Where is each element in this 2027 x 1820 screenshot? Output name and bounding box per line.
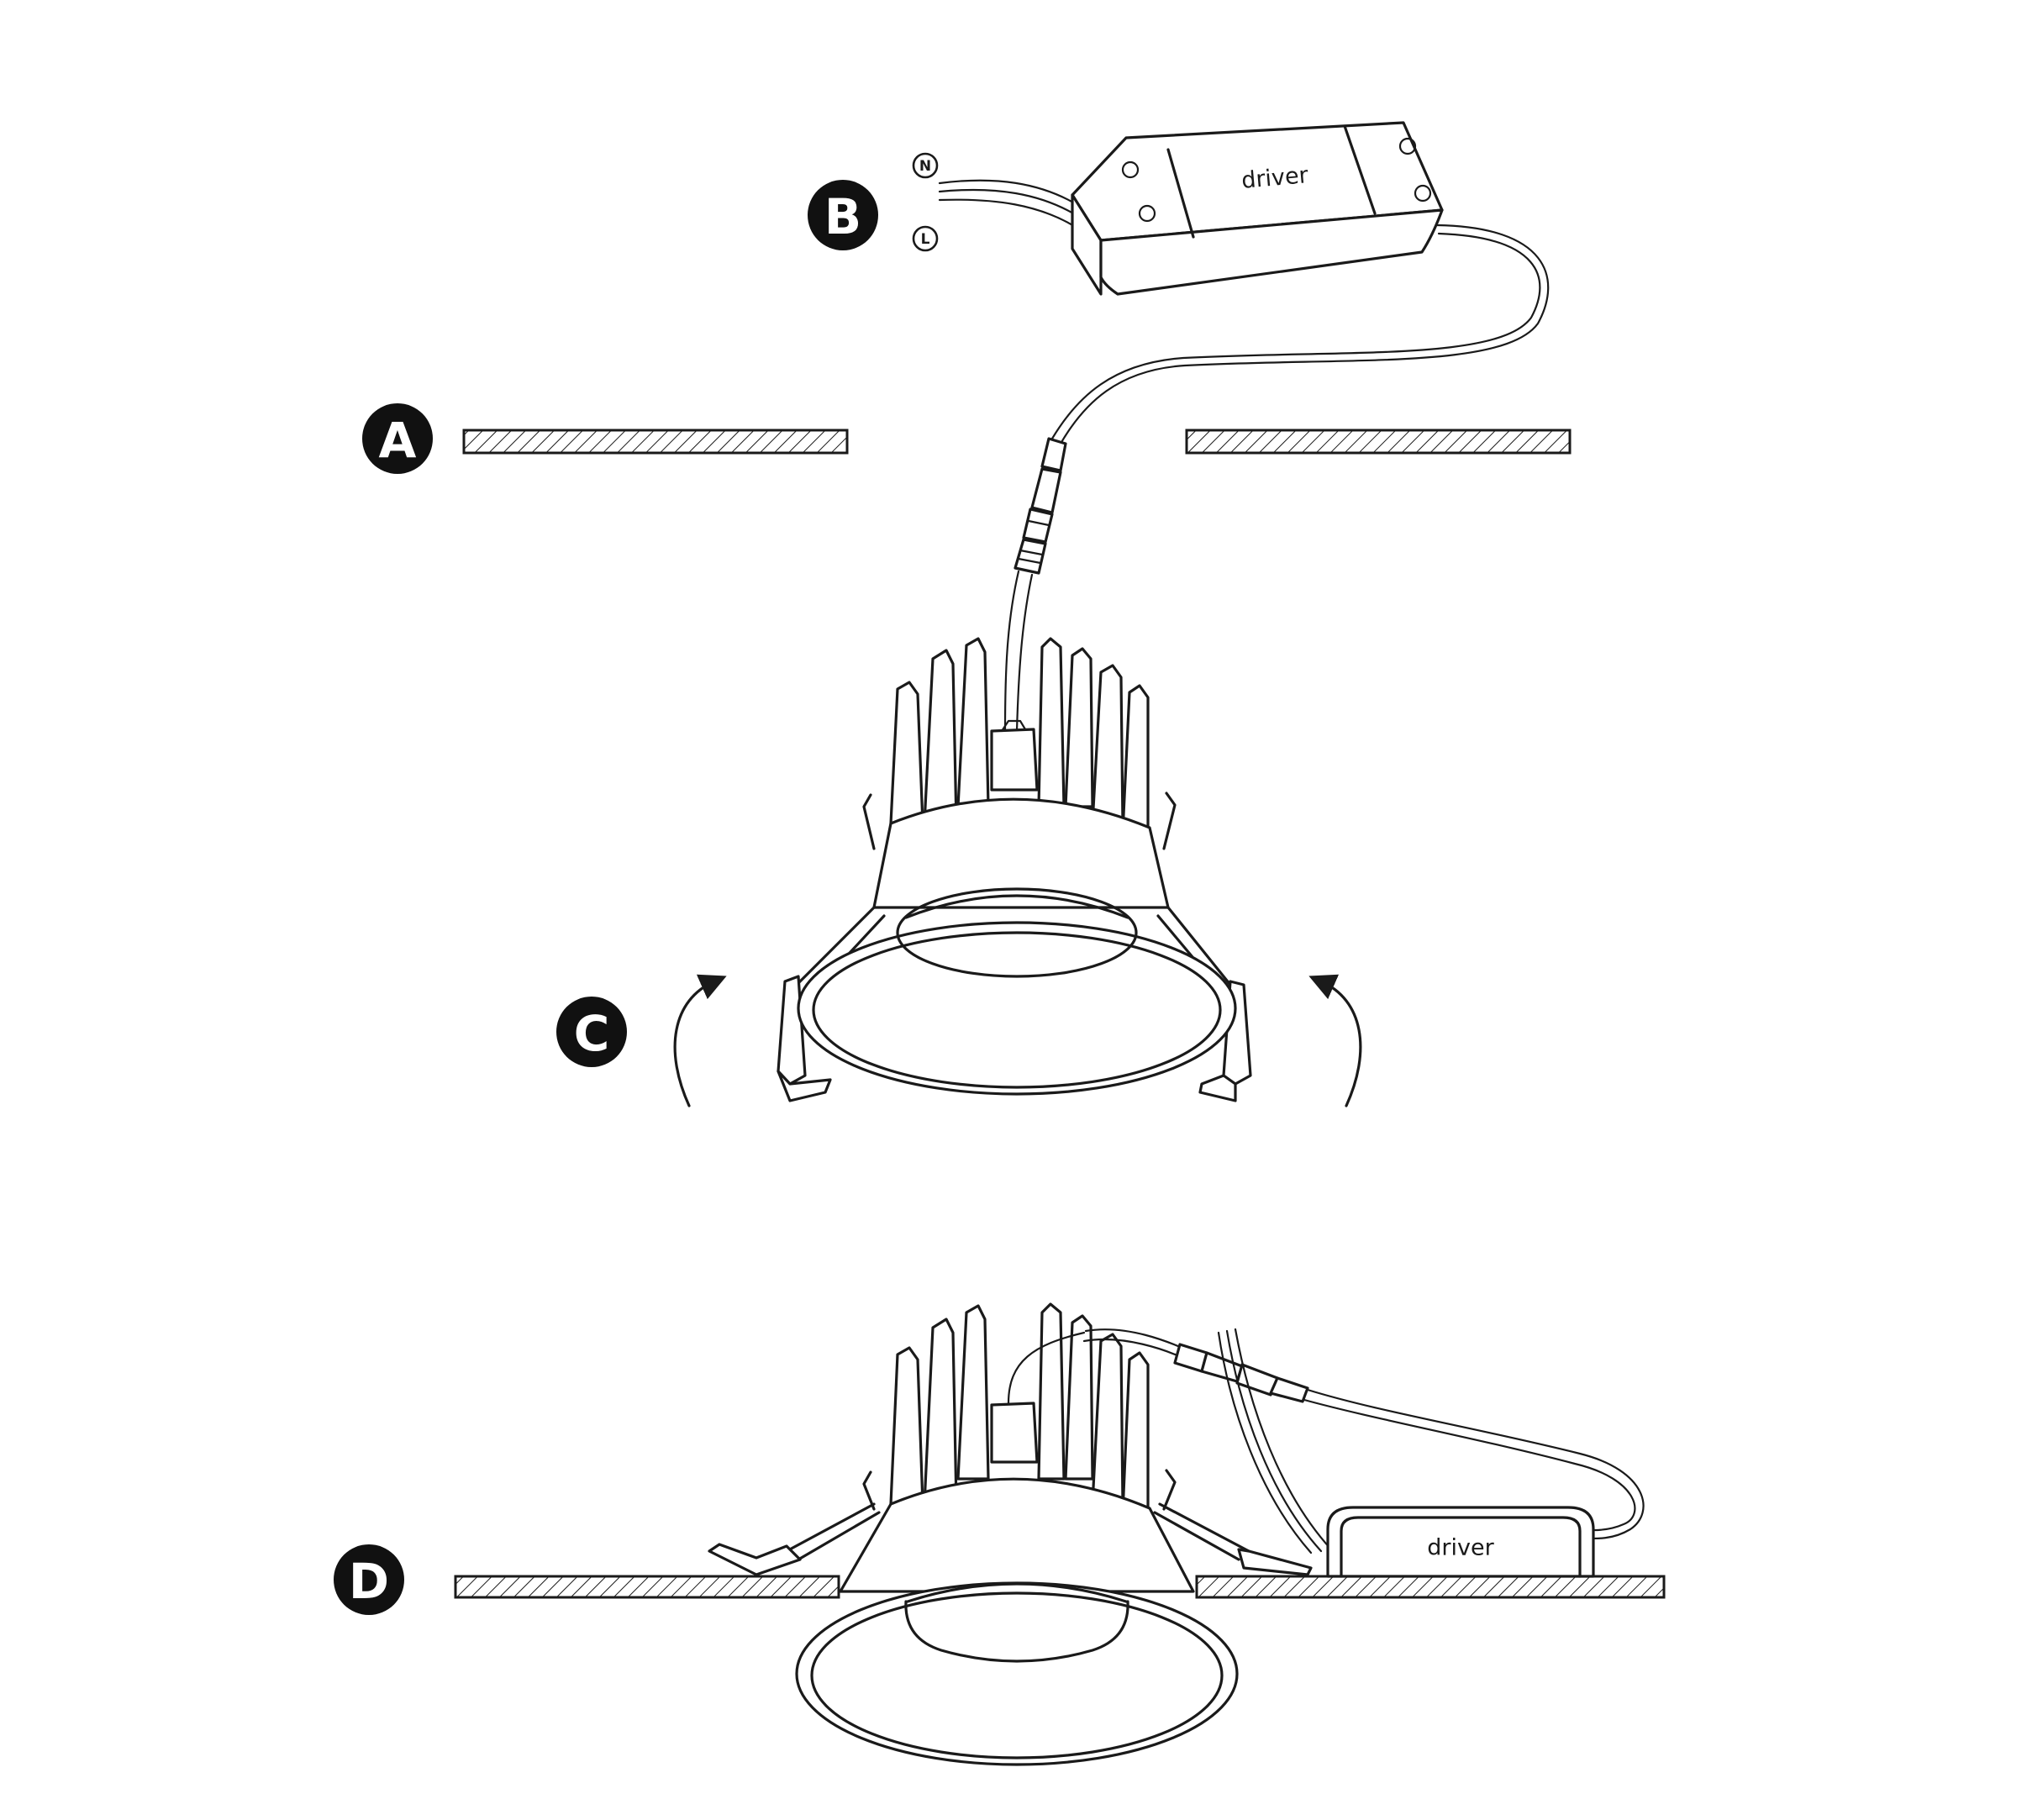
wire-tag-live: L (912, 225, 939, 252)
installed-cabling (1082, 1328, 1645, 1554)
driver-installed: driver (1326, 1506, 1595, 1578)
driver-label: driver (1240, 162, 1310, 194)
svg-text:A: A (379, 412, 417, 469)
downlight-fixture (777, 637, 1252, 1102)
svg-text:B: B (824, 188, 861, 245)
svg-text:N: N (919, 158, 931, 175)
driver-box: driver (1071, 121, 1444, 296)
svg-text:L: L (921, 231, 930, 248)
step-d-badge: D (334, 1544, 404, 1615)
ceiling-panel-left (462, 429, 849, 455)
ceiling-installed-right (1195, 1575, 1666, 1599)
ceiling-installed-left (454, 1575, 840, 1599)
driver-installed-label: driver (1427, 1535, 1494, 1561)
step-c-badge: C (556, 997, 627, 1067)
wire-tag-neutral: N (912, 152, 939, 179)
driver-output-cable (1050, 224, 1550, 445)
rotate-arrow-right (1308, 974, 1362, 1107)
step-a-badge: A (362, 403, 433, 474)
lamp-lead-wire (1003, 570, 1034, 733)
rotate-arrow-left (673, 974, 727, 1107)
svg-text:D: D (349, 1553, 389, 1610)
step-b-badge: B (808, 180, 878, 250)
svg-text:C: C (574, 1005, 610, 1062)
downlight-installed (708, 1302, 1313, 1766)
cable-connector (1014, 437, 1067, 575)
ceiling-panel-right (1185, 429, 1572, 455)
